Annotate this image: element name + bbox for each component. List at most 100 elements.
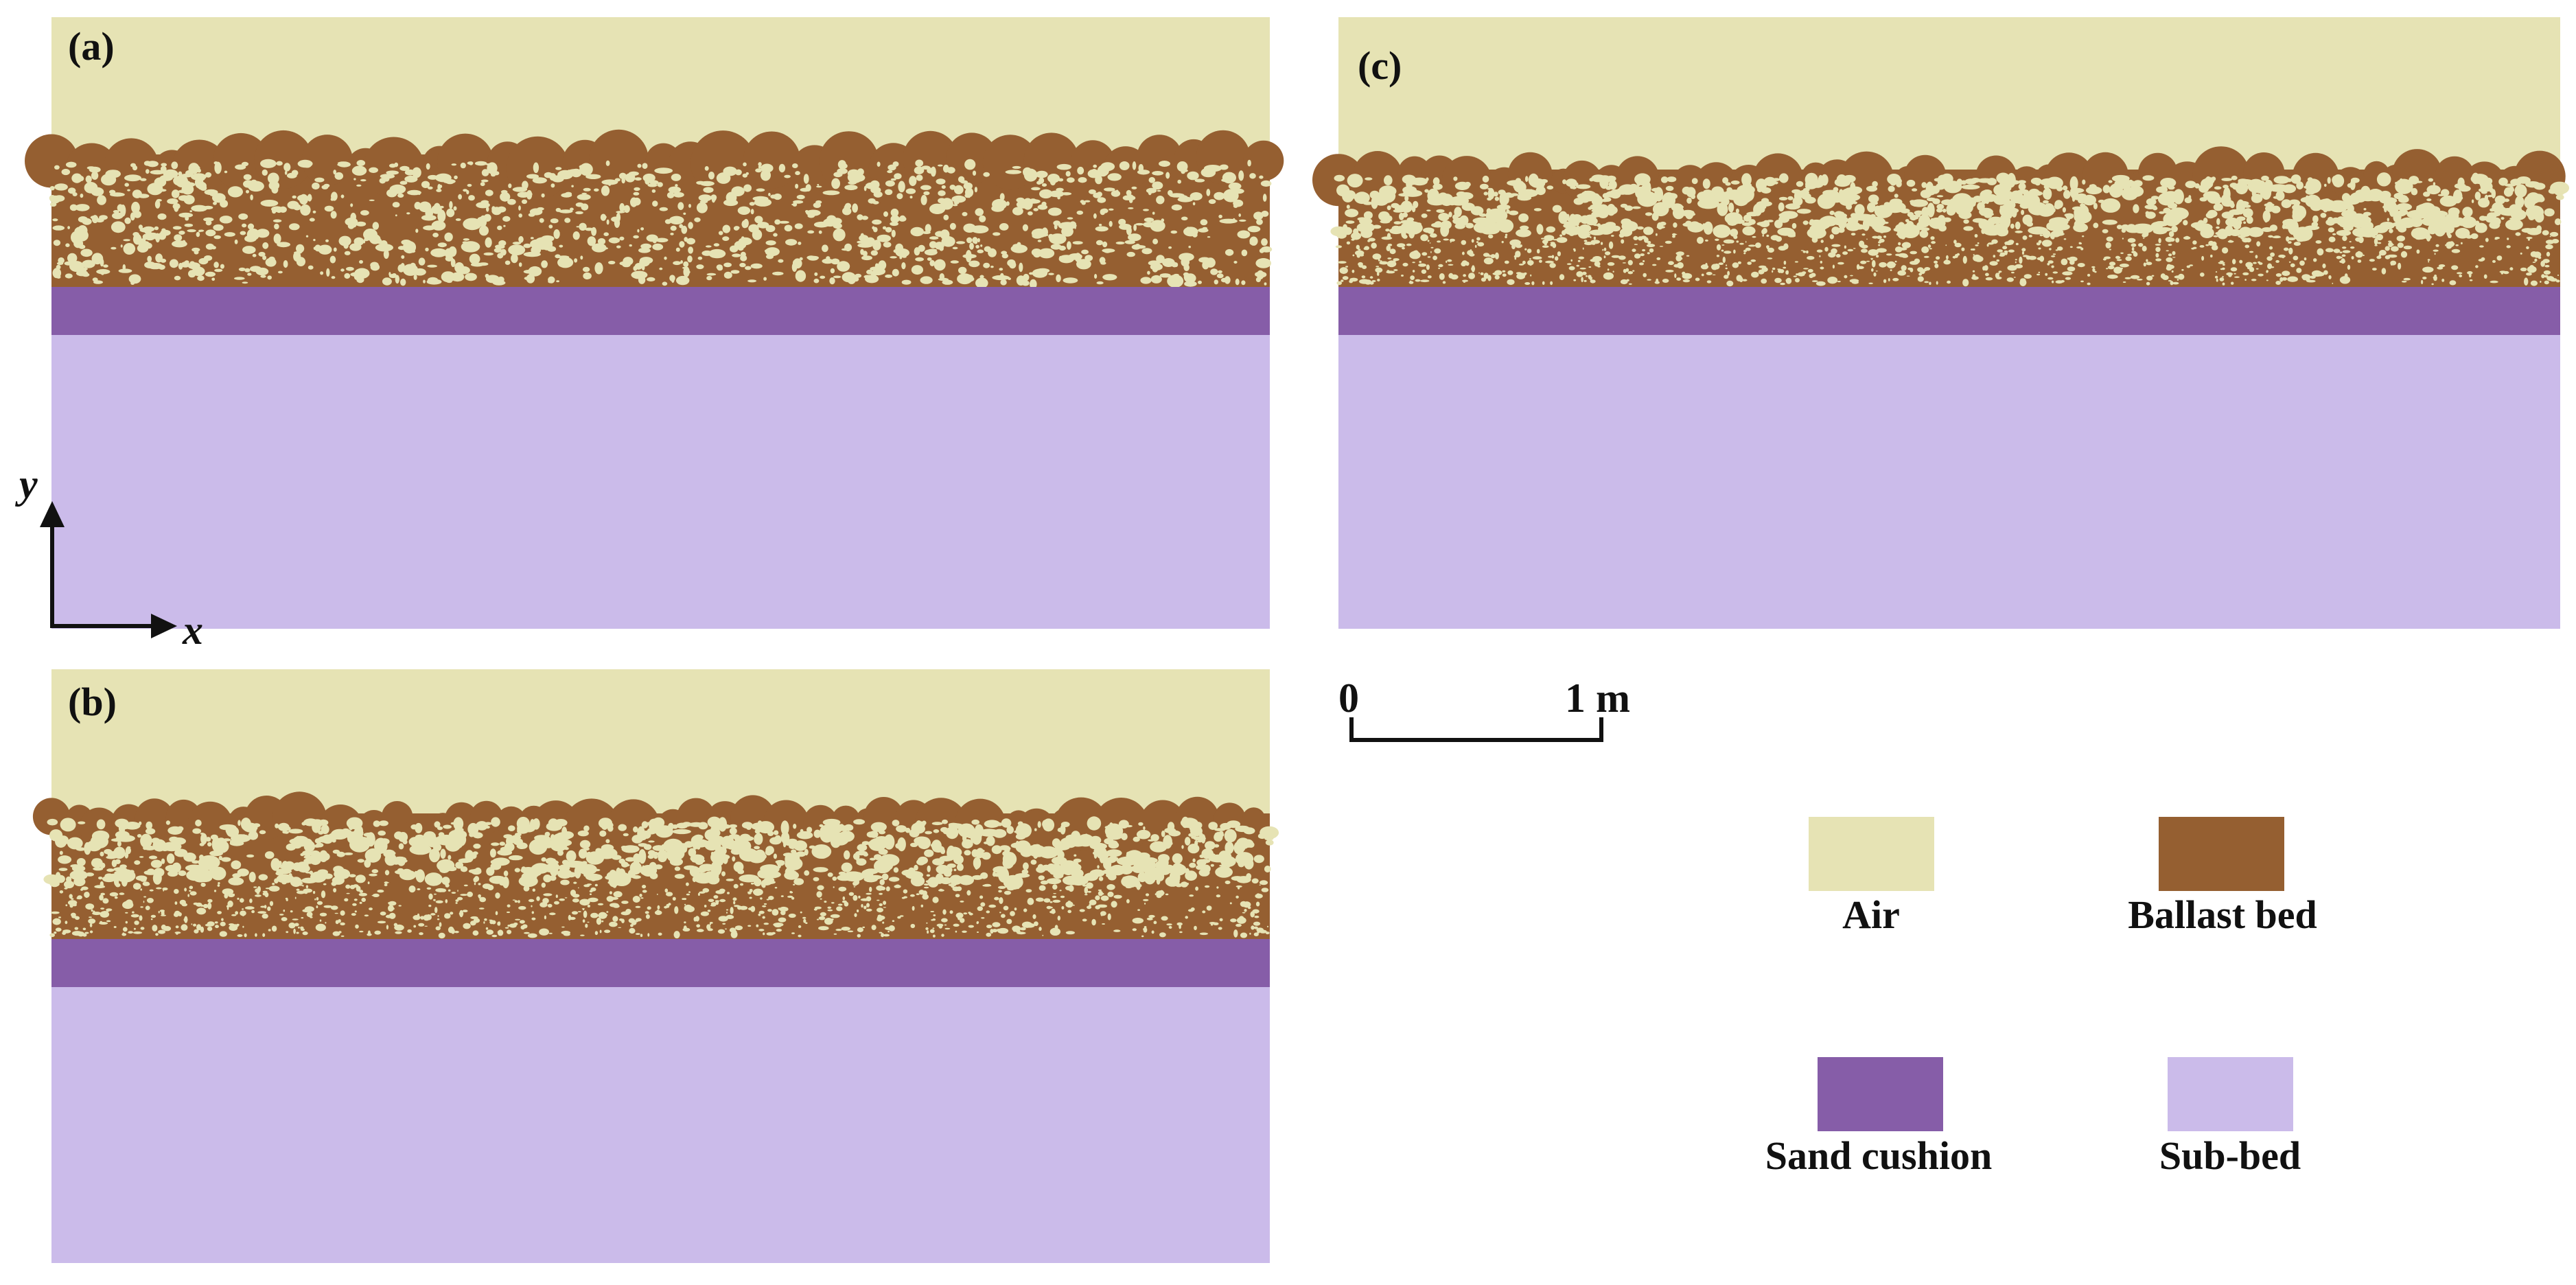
ballast-void [2462,207,2473,218]
ballast-void [1636,226,1644,230]
ballast-void [1243,827,1255,835]
ballast-void [837,261,850,272]
ballast-void [2546,251,2551,257]
ballast-void [696,264,704,270]
ballast-void [1854,204,1865,216]
ballast-void [1802,251,1807,253]
ballast-void [2284,247,2289,251]
ballast-void [511,835,521,840]
ballast-void [1237,230,1251,239]
ballast-void [2158,238,2161,244]
ballast-void [1766,234,1769,238]
ballast-void [729,824,737,829]
panel-c: (c) [1312,17,2570,629]
ballast-void [918,244,925,252]
ballast-void [647,906,651,910]
ballast-void [1627,271,1634,275]
ballast-void [194,929,199,934]
ballast-void [659,267,663,270]
ballast-void [890,215,900,223]
ballast-void [402,264,419,276]
ballast-void [676,275,690,286]
ballast-void [2232,259,2236,265]
ballast-void [469,253,480,264]
ballast-void [1170,230,1178,234]
ballast-void [1667,193,1678,200]
ballast-void [132,931,143,934]
ballast-void [2336,255,2341,259]
ballast-void [1143,899,1149,901]
ballast-void [1879,262,1887,268]
ballast-void [1146,917,1153,921]
ballast-void [1217,270,1222,274]
ballast-void [924,849,934,857]
ballast-void [1244,858,1254,870]
ballast-void [1628,283,1632,285]
ballast-void [462,241,468,244]
ballast-void [1502,273,1507,277]
ballast-void [1098,877,1104,881]
ballast-void [1507,270,1513,275]
ballast-void [500,189,508,194]
ballast-void [1623,268,1627,273]
ballast-void [1218,214,1222,218]
ballast-void [1603,247,1607,251]
ballast-void [890,178,896,181]
ballast-void [1084,894,1088,896]
ballast-void [763,880,776,885]
ballast-void [1724,275,1729,279]
ballast-void [2258,273,2264,277]
ballast-void [1161,830,1165,837]
ballast-void [71,898,74,900]
ballast-void [402,839,408,845]
ballast-void [492,280,506,286]
ballast-void [583,910,588,918]
ballast-void [942,909,947,915]
ballast-void [1921,227,1930,231]
ballast-void [358,892,367,896]
ballast-void [922,890,927,896]
ballast-void [923,191,930,196]
ballast-void [244,906,255,910]
ballast-void [749,888,753,893]
ballast-void [309,218,315,222]
ballast-void [421,181,430,188]
ballast-void [1767,247,1774,253]
ballast-void [1995,273,1999,279]
ballast-void [609,891,613,894]
ballast-void [2038,247,2041,250]
ballast-void [262,890,268,893]
ballast-void [253,823,261,828]
ballast-void [863,185,867,192]
ballast-void [323,183,330,188]
ballast-void [1471,266,1476,271]
ballast-void [2018,183,2026,191]
ballast-void [1003,875,1023,890]
ballast-void [1607,262,1615,266]
ballast-void [654,910,662,915]
ballast-void [1148,260,1160,266]
ballast-void [1202,910,1206,914]
ballast-void [2479,216,2487,221]
ballast-void [340,922,345,926]
ballast-void [1386,233,1391,240]
ballast-void [140,888,143,891]
ballast-void [2082,235,2085,238]
ballast-void [382,277,392,286]
ballast-void [424,872,443,886]
ballast-void [86,166,95,170]
ballast-void [417,888,421,890]
ballast-void [2455,228,2470,239]
ballast-void [1341,279,1344,282]
ballast-void [497,253,504,259]
ballast-void [91,909,93,912]
ballast-void [1923,255,1929,258]
ballast-void [609,921,618,927]
ballast-void [436,189,442,192]
ballast-void [2127,185,2144,197]
ballast-void [457,890,459,892]
ballast-void [2168,231,2174,238]
ballast-void [577,911,581,912]
ballast-void [448,889,451,892]
ballast-void [523,270,534,274]
